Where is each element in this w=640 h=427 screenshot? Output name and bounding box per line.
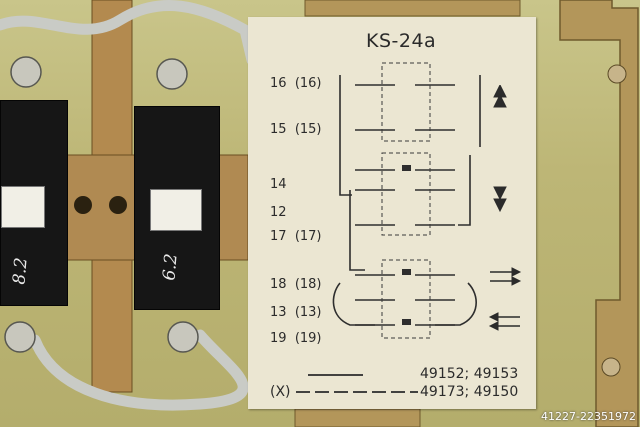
arrow-down-icon <box>493 186 507 201</box>
relay-left: 8.2 <box>0 100 68 306</box>
screw-bottom-right <box>167 321 199 353</box>
relay-box-bottom <box>381 259 431 339</box>
position-row-7: 13 (13) <box>270 305 322 320</box>
bracket-screw-bottom <box>601 357 621 377</box>
watermark: 41227-22351972 <box>541 410 636 423</box>
relay-right-marking: 6.2 <box>159 252 182 282</box>
position-row-8: 19 (19) <box>270 331 322 346</box>
arrow-left-head-icon <box>488 312 499 322</box>
armature-lowest <box>402 319 411 325</box>
legend-dashed-prefix: (X) <box>270 384 291 400</box>
schematic-loop-left-lower <box>349 190 365 271</box>
wiring-label-card <box>248 17 536 409</box>
schematic-loop-bottom-right <box>435 282 477 326</box>
relay-left-marking: 8.2 <box>9 256 32 286</box>
screw-top-left <box>10 56 42 88</box>
position-row-3: 14 <box>270 177 287 192</box>
direction-arrows <box>488 85 522 331</box>
right-bracket <box>559 0 639 427</box>
wire-bottom <box>29 329 249 411</box>
relay-left-window <box>1 186 45 228</box>
contact-schematic <box>332 62 481 339</box>
schematic-loop-left-upper <box>339 75 352 196</box>
bottom-clip <box>294 408 421 427</box>
armature-mid <box>402 165 411 171</box>
screw-top-right <box>156 58 188 90</box>
label-title: KS-24a <box>366 30 437 52</box>
arrow-left-head-icon <box>488 321 499 331</box>
schematic-loop-right-mid <box>458 155 471 226</box>
top-clip <box>304 0 521 17</box>
position-row-2: 15 (15) <box>270 122 322 137</box>
arrow-right-head-icon <box>511 267 522 277</box>
arrow-down-icon <box>493 198 507 213</box>
relay-box-top <box>381 62 431 142</box>
schematic-loop-bottom-left <box>332 282 375 326</box>
screw-bottom-left <box>4 321 36 353</box>
bracket-screw-top <box>607 64 627 84</box>
position-row-5: 17 (17) <box>270 229 322 244</box>
relay-box-mid <box>381 152 431 236</box>
position-row-4: 12 <box>270 205 287 220</box>
arrow-up-icon <box>493 93 507 108</box>
armature-bottom <box>402 269 411 275</box>
position-row-6: 18 (18) <box>270 277 322 292</box>
plate-hole-right <box>109 196 127 214</box>
arrow-right-head-icon <box>511 276 522 286</box>
plate-hole-left <box>74 196 92 214</box>
legend-solid-numbers: 49152; 49153 <box>420 366 519 382</box>
position-row-1: 16 (16) <box>270 76 322 91</box>
legend-lines <box>296 374 418 393</box>
relay-right: 6.2 <box>134 106 220 310</box>
relay-right-window <box>150 189 202 231</box>
legend-dashed-numbers: 49173; 49150 <box>420 384 519 400</box>
wire-top <box>0 0 258 66</box>
